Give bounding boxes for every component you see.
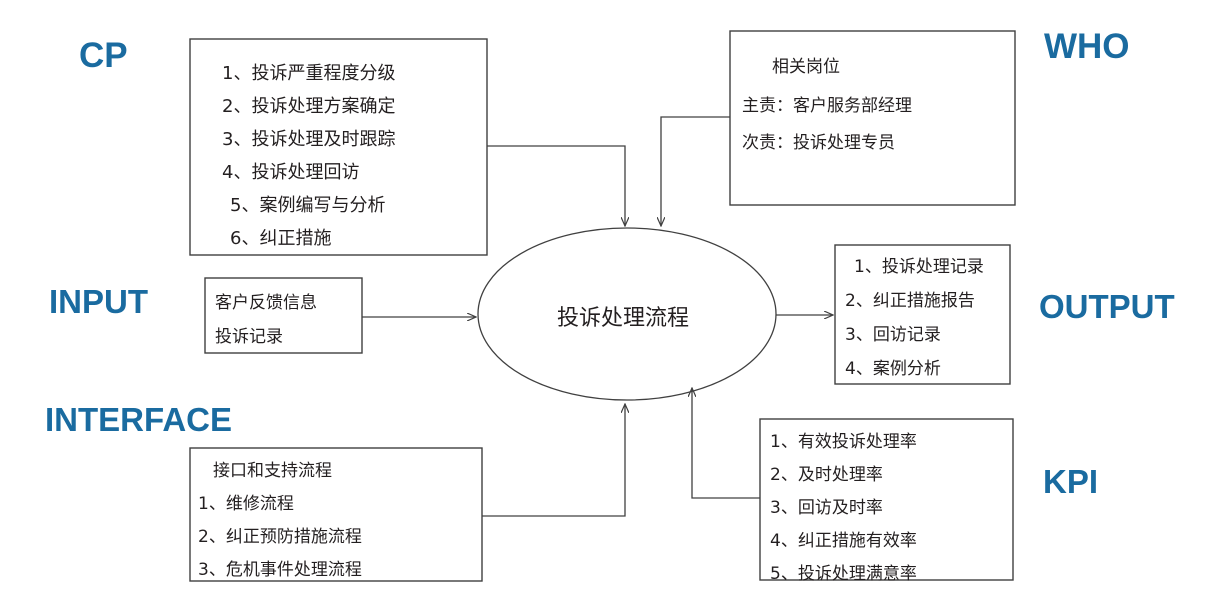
kpi-line-3: 3、回访及时率 (770, 498, 883, 518)
who-line-1: 相关岗位 (772, 57, 840, 77)
category-label-interface: INTERFACE (45, 401, 233, 438)
category-label-cp: CP (79, 36, 128, 75)
cp-line-6: 6、纠正措施 (230, 228, 332, 249)
process-label: 投诉处理流程 (557, 306, 690, 331)
kpi-line-2: 2、及时处理率 (770, 465, 883, 485)
input-box (204, 277, 363, 354)
cp-box (189, 38, 488, 256)
kpi-line-1: 1、有效投诉处理率 (770, 432, 917, 452)
category-label-kpi: KPI (1043, 463, 1099, 500)
category-label-output: OUTPUT (1039, 288, 1175, 325)
interface-line-4: 3、危机事件处理流程 (198, 560, 362, 580)
connector-who-to-process (661, 116, 730, 226)
interface-line-2: 1、维修流程 (198, 494, 294, 514)
kpi-line-5: 5、投诉处理满意率 (770, 564, 917, 584)
who-box (729, 30, 1016, 206)
process-ellipse (477, 227, 777, 401)
category-label-input: INPUT (49, 283, 148, 320)
who-line-3: 次责：投诉处理专员 (742, 133, 895, 153)
output-line-4: 4、案例分析 (845, 359, 941, 379)
kpi-box (759, 418, 1014, 581)
cp-line-1: 1、投诉严重程度分级 (222, 63, 396, 84)
connector-interface-to-process (482, 404, 625, 517)
output-box (834, 244, 1011, 385)
interface-line-1: 接口和支持流程 (213, 461, 332, 481)
output-line-1: 1、投诉处理记录 (854, 257, 984, 277)
output-line-2: 2、纠正措施报告 (845, 291, 975, 311)
cp-line-2: 2、投诉处理方案确定 (222, 96, 396, 117)
cp-line-5: 5、案例编写与分析 (230, 195, 386, 216)
cp-line-4: 4、投诉处理回访 (222, 162, 360, 183)
category-label-who: WHO (1044, 27, 1130, 66)
output-line-3: 3、回访记录 (845, 325, 941, 345)
cp-line-3: 3、投诉处理及时跟踪 (222, 129, 396, 150)
connector-cp-to-process (487, 145, 625, 226)
input-line-1: 客户反馈信息 (215, 293, 317, 313)
interface-line-3: 2、纠正预防措施流程 (198, 527, 362, 547)
kpi-line-4: 4、纠正措施有效率 (770, 531, 917, 551)
connector-kpi-to-process (692, 388, 760, 499)
interface-box (189, 447, 483, 582)
who-line-2: 主责：客户服务部经理 (742, 96, 912, 116)
input-line-2: 投诉记录 (215, 327, 283, 347)
